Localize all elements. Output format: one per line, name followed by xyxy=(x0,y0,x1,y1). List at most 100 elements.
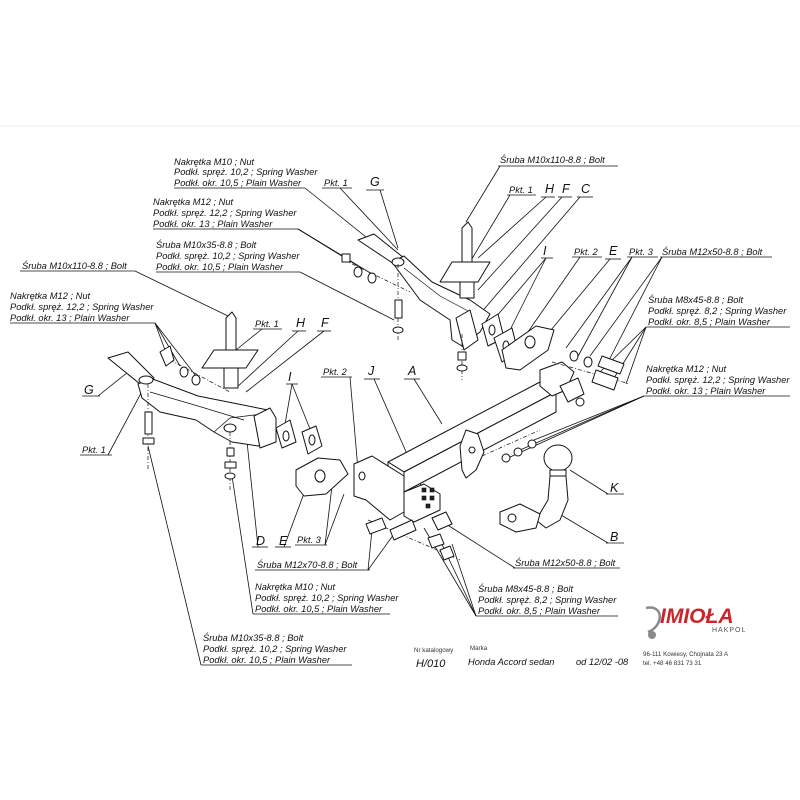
label-E-bottom: E xyxy=(279,534,288,548)
pkt1-top-label: Pkt. 1 xyxy=(324,178,348,188)
bolt-m8x45-right-line1: Śruba M8x45-8.8 ; Bolt xyxy=(648,294,744,305)
callout-bolt-m8x45-bottom: Śruba M8x45-8.8 ; Bolt Podkł. spręż. 8,2… xyxy=(423,527,618,617)
nut-m10-top-line1: Nakrętka M10 ; Nut xyxy=(174,157,255,167)
ball-hook xyxy=(499,444,573,533)
label-C: C xyxy=(581,182,591,196)
label-H-right: H xyxy=(545,182,555,196)
callout-bolt-m10x35-bottom: Śruba M10x35-8.8 ; Bolt Podkł. spręż. 10… xyxy=(147,445,352,666)
nut-m12-right-line3: Podkł. okr. 13 ; Plain Washer xyxy=(646,386,766,396)
callout-E-right: E xyxy=(545,244,621,337)
nut-m10-bottom-line1: Nakrętka M10 ; Nut xyxy=(255,582,336,592)
callout-I-right: I xyxy=(489,244,553,331)
bolt-m10x35-top-line3: Podkł. okr. 10,5 ; Plain Washer xyxy=(156,262,284,272)
callout-bolt-m12x50-right: Śruba M12x50-8.8 ; Bolt xyxy=(589,246,772,367)
callout-K: K xyxy=(569,469,624,495)
label-I-left: I xyxy=(288,370,292,384)
right-spacer-plates xyxy=(481,313,555,371)
bolt-m8x45-right-line3: Podkł. okr. 8,5 ; Plain Washer xyxy=(648,317,771,327)
footer: Nr katalogowy H/010 Marka Honda Accord s… xyxy=(414,645,629,670)
callout-bolt-m12x50-bottom: Śruba M12x50-8.8 ; Bolt xyxy=(445,523,620,569)
bolt-m10x35-top-line1: Śruba M10x35-8.8 ; Bolt xyxy=(156,239,257,250)
logo-sub: HAKPOL xyxy=(712,627,746,634)
nut-m10-bottom-line3: Podkł. okr. 10,5 ; Plain Washer xyxy=(255,604,383,614)
left-spacer-plates xyxy=(275,419,349,497)
make-caption: Marka xyxy=(470,645,488,652)
nut-m12-right-line1: Nakrętka M12 ; Nut xyxy=(646,364,727,374)
callout-pkt1-mid: Pkt. 1 xyxy=(235,319,282,351)
label-A: A xyxy=(407,364,416,378)
bolt-m10x35-bottom-line1: Śruba M10x35-8.8 ; Bolt xyxy=(203,632,304,643)
label-G-top: G xyxy=(370,175,380,189)
label-D: D xyxy=(256,534,265,548)
nut-m12-left-line3: Podkł. okr. 13 ; Plain Washer xyxy=(10,313,130,323)
pkt1-right-label: Pkt. 1 xyxy=(509,185,533,195)
callout-D: D xyxy=(245,431,268,548)
callout-bolt-m12x70: Śruba M12x70-8.8 ; Bolt xyxy=(255,529,395,571)
label-F-mid: F xyxy=(321,316,330,330)
bolt-m8x45-bottom-line2: Podkł. spręż. 8,2 ; Spring Washer xyxy=(478,595,617,605)
nut-m12-top-line1: Nakrętka M12 ; Nut xyxy=(153,197,234,207)
callout-H-right: H xyxy=(477,182,555,259)
catalog-caption: Nr katalogowy xyxy=(414,647,454,654)
right-side-bolts xyxy=(551,350,631,391)
callout-C: C xyxy=(467,182,593,329)
pkt2-right-label: Pkt. 2 xyxy=(574,247,599,257)
nut-m10-top-line2: Podkł. spręż. 10,2 ; Spring Washer xyxy=(174,167,318,177)
callout-G-top: G xyxy=(366,175,399,249)
bolt-m10x110-right-label: Śruba M10x110-8.8 ; Bolt xyxy=(500,154,605,165)
logo-phone: tel. +48 46 831 73 31 xyxy=(643,660,702,667)
bolt-m12x50-right-label: Śruba M12x50-8.8 ; Bolt xyxy=(662,246,763,257)
callout-nut-m10-bottom: Nakrętka M10 ; Nut Podkł. spręż. 10,2 ; … xyxy=(231,475,399,615)
nut-m12-left-line1: Nakrętka M12 ; Nut xyxy=(10,291,91,301)
vehicle-name: Honda Accord sedan xyxy=(468,657,554,667)
callout-B: B xyxy=(555,511,624,544)
callout-pkt3-bottom: Pkt. 3 xyxy=(295,485,345,546)
catalog-number: H/010 xyxy=(416,658,446,670)
callout-F-mid: F xyxy=(245,316,331,393)
callout-pkt3-right: Pkt. 3 xyxy=(565,247,658,361)
bolt-m12x70-label: Śruba M12x70-8.8 ; Bolt xyxy=(257,559,358,570)
label-J: J xyxy=(367,364,375,378)
left-mounting-bracket xyxy=(107,351,277,449)
nut-m12-top-line2: Podkł. spręż. 12,2 ; Spring Washer xyxy=(153,208,297,218)
callout-pkt1-right: Pkt. 1 xyxy=(469,185,536,263)
nut-m10-bottom-line2: Podkł. spręż. 10,2 ; Spring Washer xyxy=(255,593,399,603)
bolt-m10x110-left-label: Śruba M10x110-8.8 ; Bolt xyxy=(22,260,127,271)
callout-bolt-m10x110-right: Śruba M10x110-8.8 ; Bolt xyxy=(465,154,618,223)
nut-m12-top-line3: Podkł. okr. 13 ; Plain Washer xyxy=(153,219,273,229)
nut-m12-left-line2: Podkł. spręż. 12,2 ; Spring Washer xyxy=(10,302,154,312)
pkt1-left-label: Pkt. 1 xyxy=(82,445,106,455)
callout-pkt1-top: Pkt. 1 xyxy=(322,178,399,251)
bolt-m8x45-right-line2: Podkł. spręż. 8,2 ; Spring Washer xyxy=(648,306,787,316)
label-H-mid: H xyxy=(296,316,306,330)
logo-address: 96-111 Kowiesy, Chojnata 23 A xyxy=(643,651,729,658)
callout-F-right: F xyxy=(477,182,572,291)
label-I-right: I xyxy=(543,244,547,258)
label-K: K xyxy=(610,481,619,495)
bolt-m10x35-bottom-line3: Podkł. okr. 10,5 ; Plain Washer xyxy=(203,655,331,665)
left-bolt-stack xyxy=(142,311,259,490)
right-mounting-bracket xyxy=(341,221,491,380)
pkt3-bottom-label: Pkt. 3 xyxy=(297,535,322,545)
pkt1-mid-label: Pkt. 1 xyxy=(255,319,279,329)
vehicle-year: od 12/02 -08 xyxy=(576,657,629,667)
callout-E-bottom: E xyxy=(275,487,307,548)
callout-pkt2-mid: Pkt. 2 xyxy=(321,367,359,471)
pkt3-right-label: Pkt. 3 xyxy=(629,247,654,257)
socket-plate xyxy=(459,429,541,479)
logo-brand: IMIOŁA xyxy=(660,605,734,628)
bolt-m8x45-bottom-line1: Śruba M8x45-8.8 ; Bolt xyxy=(478,583,574,594)
bolt-m12x50-bottom-label: Śruba M12x50-8.8 ; Bolt xyxy=(515,557,616,568)
nut-m10-top-line3: Podkł. okr. 10,5 ; Plain Washer xyxy=(174,178,302,188)
label-B: B xyxy=(610,530,618,544)
callout-G-left: G xyxy=(82,371,129,397)
bottom-bolts xyxy=(365,511,461,561)
callout-H-mid: H xyxy=(235,316,306,389)
nut-m12-right-line2: Podkł. spręż. 12,2 ; Spring Washer xyxy=(646,375,790,385)
bolt-m10x35-top-line2: Podkł. spręż. 10,2 ; Spring Washer xyxy=(156,251,300,261)
bolt-m10x35-bottom-line2: Podkł. spręż. 10,2 ; Spring Washer xyxy=(203,644,347,654)
pkt2-mid-label: Pkt. 2 xyxy=(323,367,348,377)
label-F-right: F xyxy=(562,182,571,196)
callout-bolt-m10x110-left: Śruba M10x110-8.8 ; Bolt xyxy=(20,260,229,317)
